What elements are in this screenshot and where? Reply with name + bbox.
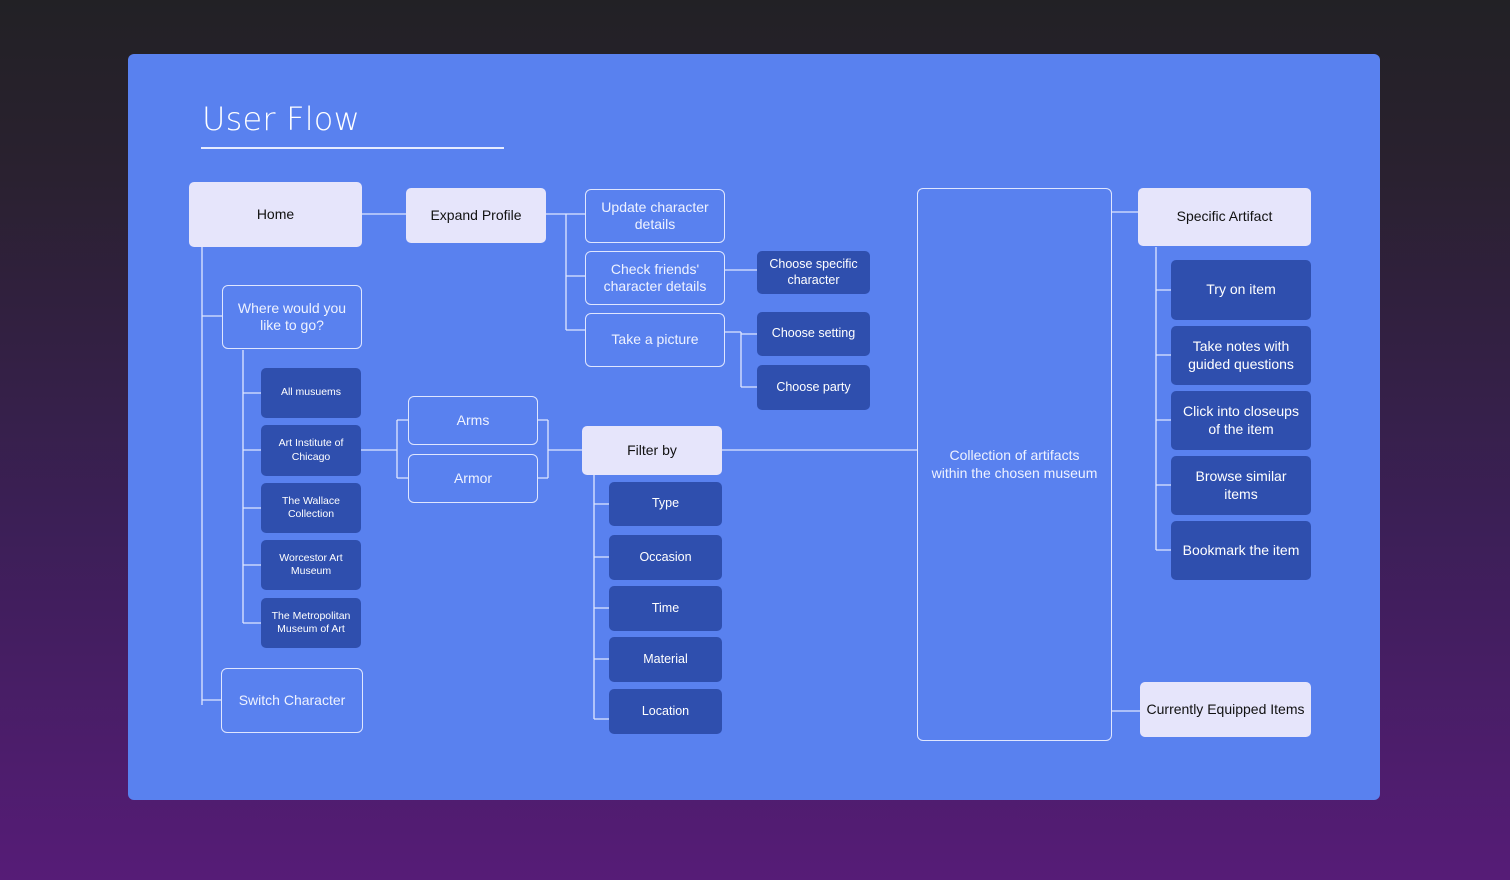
node-update-character-details: Update character details [585, 189, 725, 243]
connector-artifact-spine [1155, 247, 1171, 551]
title-underline [201, 147, 504, 149]
node-filter-type: Type [609, 482, 722, 526]
node-expand-profile: Expand Profile [406, 188, 546, 243]
node-specific-artifact: Specific Artifact [1138, 188, 1311, 246]
node-browse-similar: Browse similar items [1171, 456, 1311, 515]
diagram-title: User Flow [202, 100, 360, 138]
node-bookmark-item: Bookmark the item [1171, 521, 1311, 580]
node-filter-time: Time [609, 586, 722, 631]
node-check-friends-details: Check friends' character details [585, 251, 725, 305]
node-take-notes: Take notes with guided questions [1171, 326, 1311, 385]
connector-where-spine [242, 350, 261, 624]
node-filter-by: Filter by [582, 426, 722, 475]
node-switch-character: Switch Character [221, 668, 363, 733]
node-filter-occasion: Occasion [609, 535, 722, 580]
node-choose-setting: Choose setting [757, 312, 870, 356]
node-museum-metropolitan: The Metropolitan Museum of Art [261, 598, 361, 648]
connector-museum-bracket [361, 419, 408, 479]
node-where-would-you-like-to-go: Where would you like to go? [222, 285, 362, 349]
node-museum-all: All musuems [261, 368, 361, 418]
node-filter-location: Location [609, 689, 722, 734]
node-collection-of-artifacts: Collection of artifacts within the chose… [917, 188, 1112, 741]
node-choose-party: Choose party [757, 365, 870, 410]
node-choose-specific-character: Choose specific character [757, 251, 870, 294]
connector-profile-branch [546, 213, 585, 331]
connector-home-spine [201, 247, 222, 705]
node-click-closeups: Click into closeups of the item [1171, 391, 1311, 450]
node-try-on-item: Try on item [1171, 260, 1311, 320]
node-filter-material: Material [609, 637, 722, 682]
connector-picture-branch [725, 331, 757, 388]
node-armor: Armor [408, 454, 538, 503]
connector-lines [201, 211, 1171, 720]
connector-filter-bracket [538, 419, 582, 479]
node-home: Home [189, 182, 362, 247]
user-flow-board: User Flow Home Expand Profile Update cha… [128, 54, 1380, 800]
node-currently-equipped-items: Currently Equipped Items [1140, 682, 1311, 737]
node-museum-wallace-collection: The Wallace Collection [261, 483, 361, 533]
node-museum-art-institute-chicago: Art Institute of Chicago [261, 425, 361, 476]
node-museum-worcestor: Worcestor Art Museum [261, 540, 361, 590]
node-arms: Arms [408, 396, 538, 445]
connector-filter-spine [593, 475, 609, 720]
node-take-picture: Take a picture [585, 313, 725, 367]
